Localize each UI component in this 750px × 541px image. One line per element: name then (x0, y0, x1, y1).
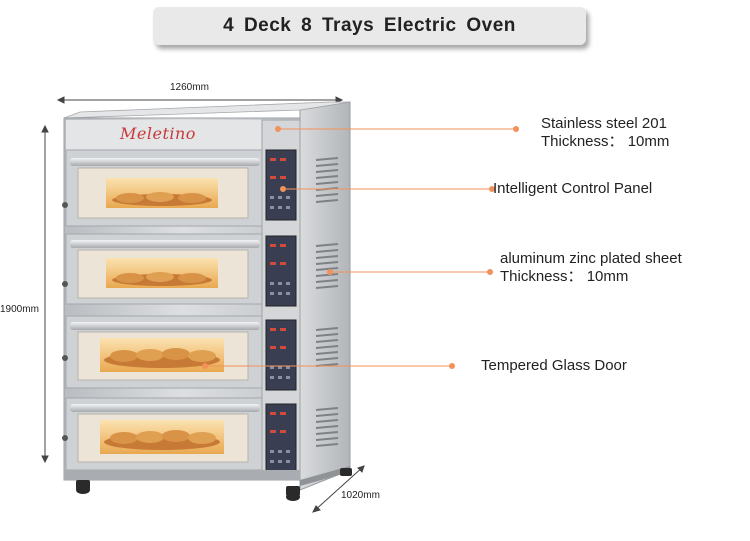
depth-dimension-label: 1020mm (341, 490, 380, 501)
oven-deck-1 (65, 149, 263, 227)
oven-deck-4 (65, 397, 263, 471)
width-dimension-label: 1260mm (170, 82, 209, 93)
callout-aluminum-sheet-line1: aluminum zinc plated sheet (500, 250, 682, 267)
callout-dots (202, 126, 519, 369)
width-dimension-line (56, 96, 344, 104)
oven-deck-2 (65, 233, 263, 305)
callout-control-panel: Intelligent Control Panel (493, 180, 652, 198)
callout-aluminum-sheet-line2: Thickness： 10mm (500, 268, 629, 285)
callout-stainless-steel-line2: Thickness： 10mm (541, 133, 670, 150)
brand-logo: Meletino (120, 124, 196, 143)
callout-stainless-steel-line1: Stainless steel 201 (541, 115, 667, 132)
callout-aluminum-sheet: aluminum zinc plated sheet Thickness： 10… (500, 250, 682, 286)
oven-header-plate (66, 120, 262, 150)
title-bar: 4 Deck 8 Trays Electric Oven (153, 7, 586, 45)
callout-stainless-steel: Stainless steel 201 Thickness： 10mm (541, 115, 669, 151)
height-dimension-line (41, 124, 49, 464)
control-panel-column (261, 119, 301, 479)
door-handles (62, 202, 68, 441)
callout-lines (205, 128, 516, 367)
oven-deck-3 (65, 315, 263, 389)
callout-glass-door: Tempered Glass Door (481, 357, 627, 375)
depth-dimension-line (312, 465, 365, 513)
caster-wheels (76, 468, 352, 501)
callout-control-panel-line1: Intelligent Control Panel (493, 180, 653, 197)
page-title: 4 Deck 8 Trays Electric Oven (223, 15, 516, 36)
oven-base (64, 470, 300, 480)
callout-glass-door-line1: Tempered Glass Door (481, 357, 627, 374)
height-dimension-label: 1900mm (0, 304, 39, 315)
oven-side-panel (299, 101, 351, 491)
